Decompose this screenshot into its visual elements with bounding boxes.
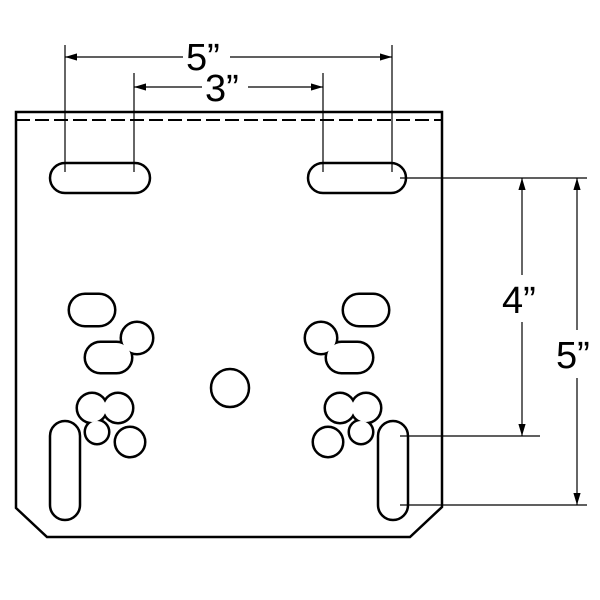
- center-hole: [209, 367, 251, 409]
- top-dimension-lines: [64, 45, 393, 172]
- dimension-label-top-outer: 5”: [186, 37, 220, 79]
- bottom-right-slot: [376, 419, 410, 522]
- dimension-label-right-inner: 4”: [502, 280, 536, 322]
- top-left-slot: [48, 161, 152, 195]
- right-hole-cluster: [303, 292, 391, 459]
- dimension-label-right-outer: 5”: [556, 335, 590, 377]
- right-dimension-lines: [400, 177, 587, 506]
- bottom-left-slot: [48, 419, 82, 522]
- left-hole-cluster: [67, 292, 155, 459]
- dimension-label-top-inner: 3”: [205, 68, 239, 110]
